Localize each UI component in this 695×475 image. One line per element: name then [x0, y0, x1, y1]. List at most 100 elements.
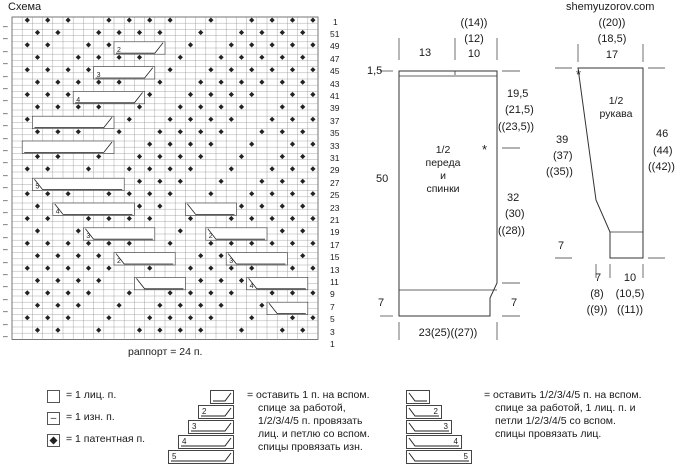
cable-line [136, 278, 184, 290]
patent-stitch-mark [238, 203, 245, 209]
patent-stitch-mark [238, 54, 245, 60]
legend-cable-symbol: 5 [406, 450, 472, 464]
patent-stitch-mark [45, 91, 51, 98]
sleeve-bottom-left-s: 7 [594, 272, 602, 284]
patent-stitch-mark [96, 54, 102, 60]
cable-number: 2 [117, 258, 121, 265]
wrong-side-mark: – [3, 182, 8, 193]
patent-stitch-mark [157, 203, 163, 209]
patent-stitch-mark [300, 203, 306, 209]
cable-number: 2 [209, 233, 213, 240]
patent-stitch-mark [300, 129, 306, 135]
sleeve-right-s: 46 [656, 128, 669, 140]
row-label: 45 [330, 66, 340, 77]
patent-stitch-mark [208, 290, 214, 296]
cable-symbol [93, 66, 156, 80]
patent-stitch-mark [238, 153, 245, 160]
body-armhole-s: 19,5 [507, 88, 529, 100]
patent-stitch-mark [55, 79, 61, 85]
cable-symbol [52, 202, 135, 216]
patent-stitch-mark [55, 253, 61, 259]
patent-stitch-mark [65, 315, 71, 321]
row-label: 21 [330, 215, 340, 225]
patent-stitch-mark [289, 290, 296, 296]
cable-diagonal-icon [191, 422, 232, 432]
body-rib-left: 7 [378, 297, 385, 309]
patent-stitch-mark [187, 42, 194, 48]
cable-line [24, 141, 113, 153]
patent-stitch-mark [208, 191, 214, 197]
patent-stitch-mark [157, 129, 163, 135]
patent-stitch-mark [300, 228, 306, 234]
patent-stitch-mark [289, 240, 296, 246]
cable-line [95, 67, 154, 79]
legend-cable-right-line-4: спицы провязать лиц. [495, 428, 602, 440]
row-label: 49 [330, 41, 340, 52]
cable-diagonal-icon [408, 437, 459, 447]
patent-stitch-mark [289, 141, 296, 147]
patent-stitch-mark [310, 42, 316, 48]
patent-stitch-mark [45, 67, 51, 73]
patent-stitch-mark [24, 17, 30, 23]
row-label: 7 [330, 301, 335, 312]
legend-cable-symbol: 3 [406, 420, 452, 434]
patent-stitch-mark [167, 191, 173, 197]
legend-cable-number: 2 [433, 407, 438, 416]
patent-stitch-mark [34, 79, 41, 85]
body-neck-size-l: ((14)) [460, 17, 488, 29]
patent-stitch-mark [116, 302, 122, 308]
patent-stitch-mark [24, 215, 30, 222]
cable-number: 3 [86, 233, 90, 240]
patent-stitch-mark [249, 141, 255, 147]
patent-stitch-mark [34, 29, 41, 36]
patent-stitch-mark [238, 327, 245, 333]
wrong-side-mark: – [3, 33, 8, 44]
body-label-1: 1/2 [435, 144, 451, 156]
cable-diagonal-icon [408, 392, 427, 402]
cable-line [248, 278, 306, 290]
patent-stitch-mark [289, 67, 296, 73]
patent-stitch-mark [157, 302, 163, 308]
patent-stitch-mark [45, 166, 51, 172]
patent-stitch-mark [45, 265, 51, 271]
patent-stitch-mark [208, 67, 214, 73]
patent-stitch-mark [249, 42, 255, 48]
row-label: 27 [330, 177, 340, 188]
cable-symbol [113, 41, 166, 55]
cable-diagonal-icon [201, 407, 232, 417]
patent-stitch-mark [126, 166, 132, 172]
patent-stitch-mark [167, 315, 173, 321]
legend-patent-text: = 1 патентная п. [66, 433, 146, 445]
cable-symbol [32, 177, 125, 191]
wrong-side-mark: – [3, 219, 8, 230]
patent-stitch-mark [289, 315, 296, 321]
patent-stitch-mark [75, 54, 81, 60]
patent-stitch-mark [24, 315, 30, 321]
row-label: 13 [330, 264, 340, 275]
patent-stitch-mark [208, 116, 214, 122]
wrong-side-mark: – [3, 207, 8, 217]
patent-stitch-mark [208, 141, 214, 147]
cable-line [116, 42, 164, 54]
patent-stitch-mark [177, 327, 183, 333]
patent-stitch-mark [198, 253, 204, 259]
patent-stitch-mark [65, 17, 71, 23]
patent-stitch-mark [116, 54, 122, 60]
body-label-2: переда [425, 157, 461, 169]
wrong-side-mark: – [3, 318, 8, 329]
patent-stitch-mark [55, 104, 61, 110]
patent-stitch-mark [300, 29, 306, 36]
row-label: 41 [330, 91, 340, 101]
patent-stitch-mark [249, 91, 255, 98]
body-neck-size-s: 10 [467, 48, 481, 60]
body-label-3: и [440, 170, 446, 182]
patent-stitch-mark [300, 178, 306, 184]
body-label-4: спинки [426, 183, 460, 195]
wrong-side-mark: – [3, 293, 8, 304]
body-width: 23(25)((27)) [418, 327, 478, 339]
legend-cable-number: 5 [463, 452, 468, 461]
patent-stitch-mark [96, 253, 102, 259]
patent-stitch-mark [310, 116, 316, 122]
cable-diagonal-icon [171, 452, 232, 462]
sleeve-label-2: рукава [599, 108, 633, 120]
